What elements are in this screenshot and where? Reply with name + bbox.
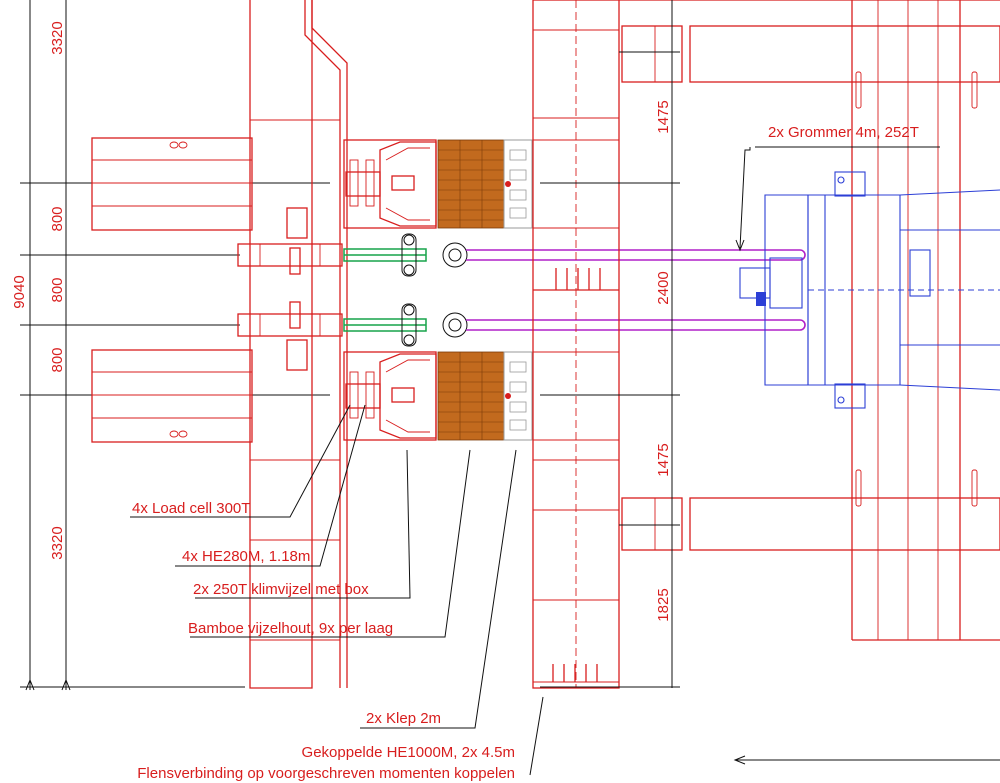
label-klimvijzel: 2x 250T klimvijzel met box (193, 581, 369, 598)
flap-bottom (503, 351, 533, 441)
jack-assembly-bottom (343, 351, 437, 441)
shackles (401, 233, 468, 347)
lifting-vessel (739, 171, 1000, 409)
bamboo-timber-stack-top (437, 139, 505, 229)
label-gekoppelde: Gekoppelde HE1000M, 2x 4.5m (302, 744, 515, 761)
jack-assembly-top (343, 139, 437, 229)
dim-left-800-2: 800 (49, 277, 66, 302)
dim-right-2400: 2400 (655, 271, 672, 304)
dim-right-1475-top: 1475 (655, 100, 672, 133)
he280m-stubs (237, 243, 343, 337)
right-beams (619, 0, 1000, 641)
label-flensverbinding: Flensverbinding op voorgeschreven moment… (137, 765, 515, 782)
label-he280m: 4x HE280M, 1.18m (182, 548, 310, 565)
dim-left-3320-bottom: 3320 (49, 526, 66, 559)
right-dimension-lines (540, 0, 680, 688)
dim-left-3320-top: 3320 (49, 21, 66, 54)
grommets (466, 249, 806, 331)
label-bamboe: Bamboe vijzelhout, 9x per laag (188, 620, 393, 637)
label-klep: 2x Klep 2m (366, 710, 441, 727)
flap-top (503, 139, 533, 229)
dim-left-9040: 9040 (11, 275, 28, 308)
dim-left-800-3: 800 (49, 347, 66, 372)
left-main-beam (249, 0, 348, 689)
center-column-he1000m (532, 0, 620, 689)
dim-right-1475-bottom: 1475 (655, 443, 672, 476)
bamboo-timber-stack-bottom (437, 351, 505, 441)
load-cells (343, 248, 427, 332)
label-grommer: 2x Grommer 4m, 252T (768, 124, 919, 141)
left-support-boxes (91, 137, 253, 443)
label-load-cell: 4x Load cell 300T (132, 500, 250, 517)
dim-right-1825: 1825 (655, 588, 672, 621)
leader-lines (130, 146, 1000, 776)
dim-left-800-1: 800 (49, 206, 66, 231)
